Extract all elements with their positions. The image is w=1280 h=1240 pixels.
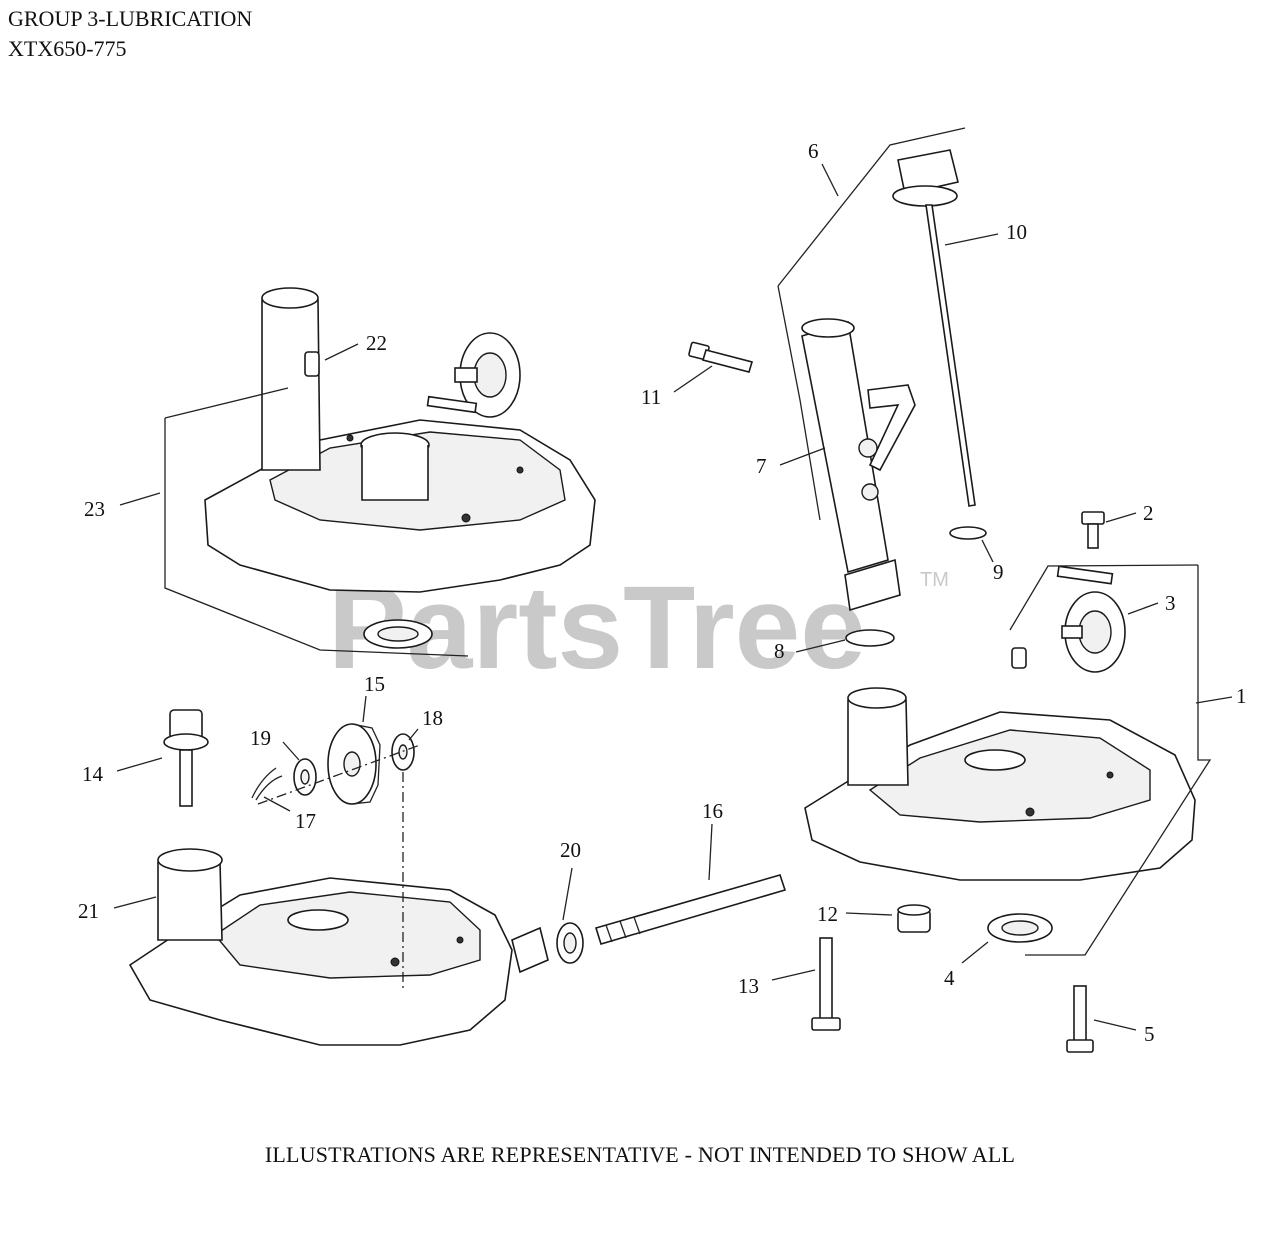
part-14-fill-cap[interactable] bbox=[163, 709, 209, 807]
callout-16[interactable]: 16 bbox=[702, 799, 723, 823]
callout-12[interactable]: 12 bbox=[817, 902, 838, 926]
callout-17[interactable]: 17 bbox=[295, 809, 316, 833]
callout-22[interactable]: 22 bbox=[366, 331, 387, 355]
callout-13[interactable]: 13 bbox=[738, 974, 759, 998]
callout-4[interactable]: 4 bbox=[944, 966, 955, 990]
part-20-oil-seal[interactable] bbox=[511, 922, 584, 974]
part-19-washer[interactable] bbox=[293, 758, 317, 796]
callout-20[interactable]: 20 bbox=[560, 838, 581, 862]
part-15-gear[interactable] bbox=[327, 723, 381, 805]
callout-19[interactable]: 19 bbox=[250, 726, 271, 750]
diagram-title: GROUP 3-LUBRICATION bbox=[8, 6, 253, 31]
part-8-o-ring[interactable] bbox=[845, 629, 895, 647]
watermark-trademark: TM bbox=[920, 569, 949, 591]
callout-10[interactable]: 10 bbox=[1006, 220, 1027, 244]
callout-9[interactable]: 9 bbox=[993, 560, 1004, 584]
part-9-o-ring[interactable] bbox=[949, 526, 987, 540]
callout-5[interactable]: 5 bbox=[1144, 1022, 1155, 1046]
callout-7[interactable]: 7 bbox=[756, 454, 767, 478]
assembly-lines bbox=[164, 127, 1212, 990]
callout-14[interactable]: 14 bbox=[82, 762, 104, 786]
part-2-bolt[interactable] bbox=[1081, 511, 1105, 549]
disclaimer-footer: ILLUSTRATIONS ARE REPRESENTATIVE - NOT I… bbox=[264, 1142, 1016, 1167]
part-21-crankcase-cover[interactable] bbox=[128, 848, 513, 1046]
part-1-crankcase-cover[interactable] bbox=[804, 687, 1196, 881]
model-range: XTX650-775 bbox=[8, 36, 127, 61]
part-18-washer[interactable] bbox=[391, 733, 415, 771]
part-12-plug[interactable] bbox=[897, 904, 931, 933]
callout-2[interactable]: 2 bbox=[1143, 501, 1154, 525]
leader-lines bbox=[113, 163, 1233, 1031]
callout-23[interactable]: 23 bbox=[84, 497, 105, 521]
callout-3[interactable]: 3 bbox=[1165, 591, 1176, 615]
callout-21[interactable]: 21 bbox=[78, 899, 99, 923]
part-7-dipstick-tube[interactable] bbox=[801, 318, 916, 612]
callout-8[interactable]: 8 bbox=[774, 639, 785, 663]
part-3-governor-gear[interactable] bbox=[1011, 565, 1126, 673]
part-16-shaft[interactable] bbox=[594, 874, 787, 945]
callout-1[interactable]: 1 bbox=[1236, 684, 1247, 708]
callout-18[interactable]: 18 bbox=[422, 706, 443, 730]
part-4-oil-seal[interactable] bbox=[987, 913, 1053, 943]
part-11-bolt[interactable] bbox=[688, 341, 754, 373]
part-17-hairpin-clip[interactable] bbox=[251, 767, 283, 801]
callout-11[interactable]: 11 bbox=[641, 385, 661, 409]
part-10-dipstick[interactable] bbox=[892, 149, 976, 507]
part-13-bolt[interactable] bbox=[811, 937, 841, 1031]
part-22-dowel-pin[interactable] bbox=[304, 351, 320, 377]
callout-15[interactable]: 15 bbox=[364, 672, 385, 696]
part-5-bolt[interactable] bbox=[1066, 985, 1094, 1053]
callout-6[interactable]: 6 bbox=[808, 139, 819, 163]
part-governor-gear-upper bbox=[426, 332, 521, 418]
part-23-crankcase-cover[interactable] bbox=[204, 287, 596, 649]
callout-labels: 1 2 3 4 5 6 7 8 9 10 11 12 13 14 15 16 1… bbox=[78, 139, 1247, 1046]
